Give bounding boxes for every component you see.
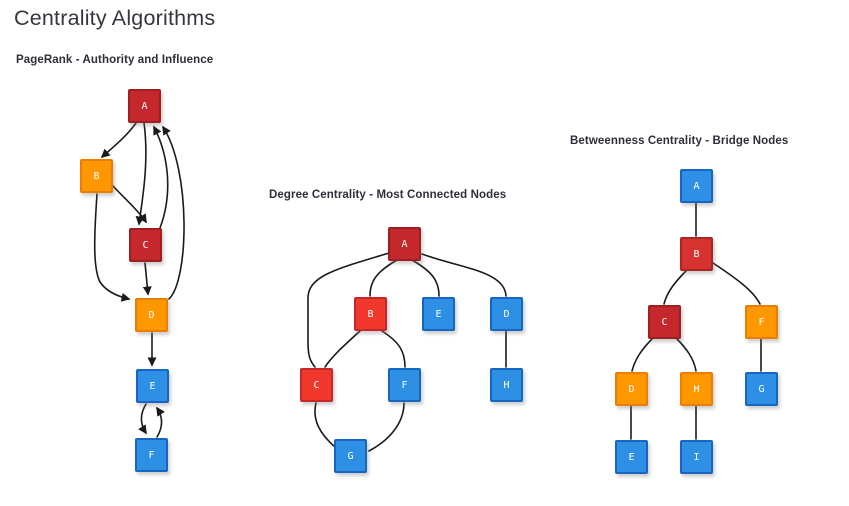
node-betweenness-H: H: [680, 372, 713, 406]
edge-pagerank-B-C: [112, 185, 147, 224]
degree-diagram-title: Degree Centrality - Most Connected Nodes: [269, 189, 507, 201]
edge-pagerank-B-D: [93, 193, 131, 302]
node-betweenness-I: I: [680, 440, 713, 474]
edge-pagerank-D-A: [162, 125, 185, 300]
edge-pagerank-A-C: [135, 122, 147, 226]
edge-betweenness-B-F: [712, 262, 761, 305]
pagerank-diagram-title: PageRank - Authority and Influence: [16, 54, 214, 66]
betweenness-diagram-title: Betweenness Centrality - Bridge Nodes: [570, 135, 789, 147]
edge-degree-B-F: [381, 330, 406, 368]
node-pagerank-C: C: [129, 228, 162, 262]
node-degree-H: H: [490, 368, 523, 402]
page-title: Centrality Algorithms: [14, 6, 216, 30]
edge-degree-C-G: [314, 402, 336, 448]
edge-betweenness-C-H: [675, 337, 697, 372]
node-betweenness-G: G: [745, 372, 778, 406]
node-pagerank-F: F: [135, 438, 168, 472]
node-degree-E: E: [422, 297, 455, 331]
edge-degree-A-C: [307, 252, 390, 368]
node-betweenness-F: F: [745, 305, 778, 339]
node-betweenness-E: E: [615, 440, 648, 474]
edge-degree-A-E: [411, 259, 440, 297]
edge-pagerank-A-B: [100, 122, 137, 159]
node-degree-G: G: [334, 439, 367, 473]
edge-degree-B-C: [324, 330, 361, 368]
edge-pagerank-F-E: [156, 406, 165, 438]
edge-degree-A-D: [421, 253, 507, 297]
edge-betweenness-B-C: [663, 270, 687, 305]
node-betweenness-C: C: [648, 305, 681, 339]
node-pagerank-E: E: [136, 369, 169, 403]
node-pagerank-B: B: [80, 159, 113, 193]
node-betweenness-D: D: [615, 372, 648, 406]
edge-pagerank-E-F: [138, 403, 147, 435]
edge-pagerank-C-A: [153, 125, 169, 229]
node-pagerank-A: A: [128, 89, 161, 123]
node-degree-B: B: [354, 297, 387, 331]
node-pagerank-D: D: [135, 298, 168, 332]
node-degree-A: A: [388, 227, 421, 261]
node-degree-F: F: [388, 368, 421, 402]
node-betweenness-A: A: [680, 169, 713, 203]
node-degree-D: D: [490, 297, 523, 331]
edge-degree-A-B: [369, 259, 398, 297]
edge-pagerank-C-D: [142, 262, 152, 296]
edge-degree-F-G: [368, 402, 405, 452]
node-degree-C: C: [300, 368, 333, 402]
node-betweenness-B: B: [680, 237, 713, 271]
edge-betweenness-C-D: [631, 337, 654, 372]
